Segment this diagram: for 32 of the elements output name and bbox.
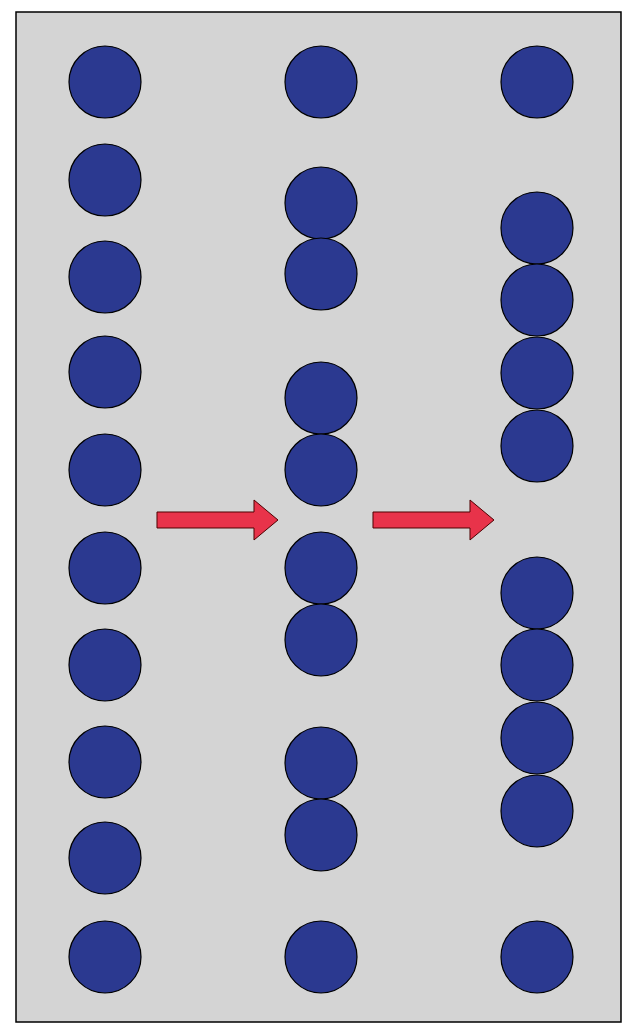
circle <box>68 920 142 994</box>
circle <box>284 237 358 311</box>
circle <box>500 628 574 702</box>
circle <box>284 726 358 800</box>
circle <box>284 45 358 119</box>
circle <box>284 166 358 240</box>
circle <box>68 433 142 507</box>
arrow <box>156 499 279 541</box>
circle <box>68 725 142 799</box>
circle <box>500 701 574 775</box>
circle <box>500 191 574 265</box>
circle <box>68 628 142 702</box>
circle <box>68 335 142 409</box>
circle <box>500 45 574 119</box>
circle <box>500 774 574 848</box>
circle <box>500 336 574 410</box>
circle <box>284 531 358 605</box>
circle <box>68 531 142 605</box>
circle <box>500 920 574 994</box>
circle <box>68 45 142 119</box>
circle <box>284 361 358 435</box>
circle <box>284 920 358 994</box>
circle <box>284 798 358 872</box>
circle <box>68 240 142 314</box>
circle <box>500 556 574 630</box>
circle <box>68 821 142 895</box>
circle <box>68 143 142 217</box>
circle <box>284 433 358 507</box>
circle <box>500 409 574 483</box>
circle <box>284 603 358 677</box>
arrow <box>372 499 495 541</box>
circle <box>500 263 574 337</box>
